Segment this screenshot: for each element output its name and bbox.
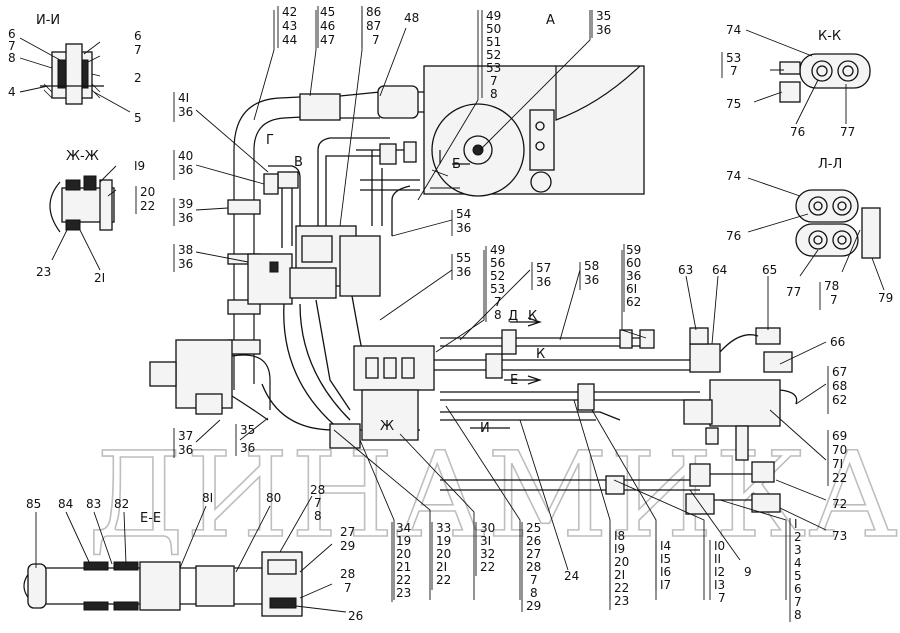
- callout-35-36-low: 35 36: [240, 423, 259, 455]
- section-ee-hose: Е-Е 85 84 83 82 8I 80 28 7 8 27 29 28 7: [23, 483, 363, 623]
- callout-80: 80: [266, 491, 281, 505]
- callout-24: 24: [564, 569, 579, 583]
- callout-49-53: 49 50 51 52 53 7 8: [486, 9, 505, 101]
- callout-col-33: 33 19 20 2I 22: [436, 521, 455, 587]
- callout-35-36-top: 35 36: [596, 9, 615, 37]
- section-ll-title: Л-Л: [818, 157, 842, 172]
- callout-53-7-kk: 53 7: [726, 51, 745, 78]
- leader-lines: [195, 10, 827, 600]
- section-ii-title: И-И: [36, 13, 60, 28]
- callout-75: 75: [726, 97, 741, 111]
- view-zh-marker: Ж: [380, 419, 394, 434]
- callout-col-18: I8 I9 20 2I 22 23: [614, 529, 633, 608]
- callout-58-36: 58 36: [584, 259, 603, 287]
- callout-54-36: 54 36: [456, 207, 475, 235]
- callout-59-62: 59 60 36 6I 62: [626, 243, 645, 309]
- view-b-marker: Б: [452, 157, 461, 172]
- callout-19: I9: [134, 159, 145, 173]
- section-zhzh-detail: Ж-Ж I9 20 22 23 2I: [36, 149, 159, 285]
- callout-55-36: 55 36: [456, 251, 475, 279]
- callout-col-25: 25 26 27 28 7 8 29: [526, 521, 545, 613]
- callout-23: 23: [36, 265, 51, 279]
- callout-77-ll: 77: [786, 285, 801, 299]
- callout-73: 73: [832, 529, 847, 543]
- callout-77-kk: 77: [840, 125, 855, 139]
- section-ll-detail: Л-Л 74 76 77 78 7 79: [726, 157, 893, 307]
- callout-39-36: 39 36: [178, 197, 197, 225]
- callout-37-36: 37 36: [178, 429, 197, 457]
- callout-6-7-8-left: 6 7 8: [8, 27, 19, 65]
- callout-41-36: 4I 36: [178, 91, 193, 119]
- callout-66: 66: [830, 335, 845, 349]
- callout-67-68-62: 67 68 62: [832, 365, 851, 407]
- callout-26: 26: [348, 609, 363, 623]
- callout-col-10: I0 II I2 I3 7: [714, 539, 729, 605]
- callout-86-87-7: 86 87 7: [366, 5, 385, 47]
- section-ii-detail: И-И 6 7 8 6 7 2 4 5: [8, 13, 145, 125]
- callout-65: 65: [762, 263, 777, 277]
- callout-83: 83: [86, 497, 101, 511]
- callout-28-7-8-a: 28 7 8: [310, 483, 329, 523]
- callout-64: 64: [712, 263, 727, 277]
- view-v-marker: В: [294, 155, 303, 170]
- callout-42-44: 42 43 44: [282, 5, 301, 47]
- callout-5: 5: [134, 111, 142, 125]
- main-pipe-assembly: [227, 65, 645, 390]
- callout-74-ll: 74: [726, 169, 741, 183]
- callout-57-36: 57 36: [536, 261, 555, 289]
- callout-col-30: 30 3I 32 22: [480, 521, 499, 574]
- callout-6-7-right: 6 7: [134, 29, 145, 57]
- callout-38-36: 38 36: [178, 243, 197, 271]
- callout-78-7: 78 7: [824, 279, 843, 307]
- section-zhzh-title: Ж-Ж: [66, 149, 99, 164]
- callout-28-7-b: 28 7: [340, 567, 359, 595]
- view-d-marker: Д: [508, 309, 518, 324]
- callout-81: 8I: [202, 491, 213, 505]
- callout-col-14: I4 I5 I6 I7: [660, 539, 675, 592]
- callout-col-34: 34 19 20 21 22 23: [396, 521, 415, 600]
- callout-2: 2: [134, 71, 142, 85]
- view-k-marker-2: К: [536, 347, 545, 362]
- callout-76-ll: 76: [726, 229, 741, 243]
- view-e-marker: Е: [510, 373, 518, 388]
- callout-49-56-53: 49 56 52 53 7 8: [490, 243, 509, 322]
- section-ee-title: Е-Е: [140, 511, 161, 526]
- view-k-marker-1: К: [528, 309, 537, 324]
- callout-85: 85: [26, 497, 41, 511]
- callout-79: 79: [878, 291, 893, 305]
- callout-27-29: 27 29: [340, 525, 359, 553]
- callout-20-22: 20 22: [140, 185, 159, 213]
- section-kk-detail: К-К 74 53 7 75 76 77: [726, 23, 871, 139]
- callout-9: 9: [744, 565, 752, 579]
- callout-72: 72: [832, 497, 847, 511]
- callout-82: 82: [114, 497, 129, 511]
- section-kk-title: К-К: [818, 29, 841, 44]
- callout-45-47: 45 46 47: [320, 5, 339, 47]
- callout-69-71-22: 69 70 7I 22: [832, 429, 851, 485]
- valve-and-pump-assembly: Ж: [149, 137, 798, 515]
- view-i-marker: И: [480, 421, 490, 436]
- callout-col-1: I 2 3 4 5 6 7 8: [794, 517, 805, 622]
- callout-40-36: 40 36: [178, 149, 197, 177]
- callout-84: 84: [58, 497, 73, 511]
- callout-76-kk: 76: [790, 125, 805, 139]
- view-g-marker: Г: [266, 133, 274, 148]
- callout-21: 2I: [94, 271, 105, 285]
- view-a-marker: А: [546, 13, 555, 28]
- callout-4: 4: [8, 85, 16, 99]
- callout-63: 63: [678, 263, 693, 277]
- callout-74-kk: 74: [726, 23, 741, 37]
- callout-48: 48: [404, 11, 419, 25]
